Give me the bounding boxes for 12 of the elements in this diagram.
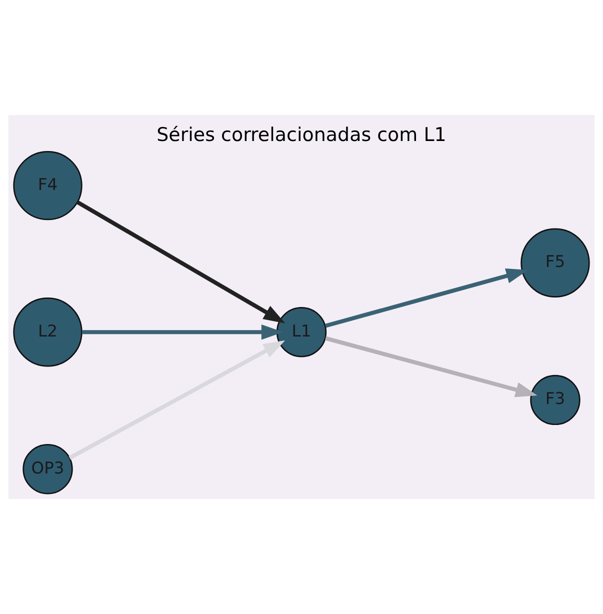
arrow (82, 324, 284, 340)
node-circle: F5 (520, 228, 590, 298)
arrow (325, 336, 538, 398)
node-circle: F4 (13, 150, 82, 220)
node-circle: F3 (530, 374, 580, 426)
node-circle: L2 (13, 298, 82, 367)
arrow (76, 200, 286, 324)
node-circle: L1 (276, 307, 327, 358)
diagram-title: Séries correlacionadas com L1 (156, 124, 446, 146)
arrow (68, 340, 286, 460)
node-circle: OP3 (22, 444, 73, 494)
arrow (325, 268, 528, 328)
